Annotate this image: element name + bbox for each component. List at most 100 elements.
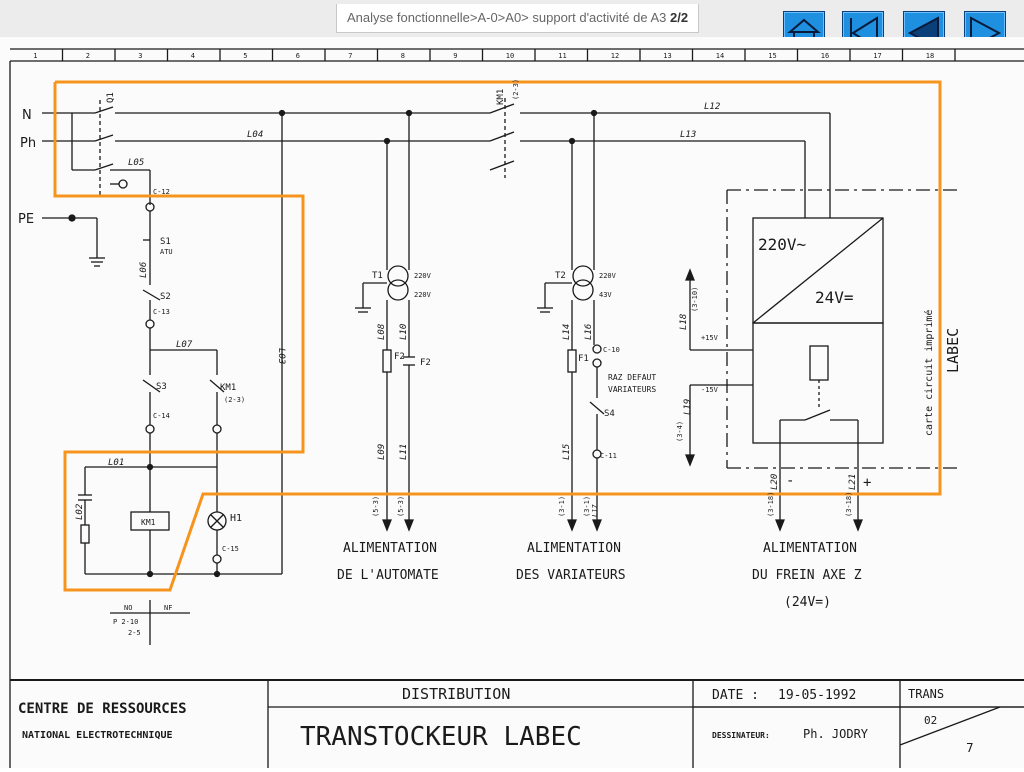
label-no: NO <box>124 604 132 612</box>
alim-frein-line3: (24V=) <box>784 595 831 610</box>
ruler-column-number: 14 <box>716 52 724 60</box>
drawer-label: DESSINATEUR: <box>712 731 770 740</box>
label-s3: S3 <box>156 382 167 392</box>
label-atu: ATU <box>160 248 173 256</box>
ruler-column-number: 4 <box>191 52 195 60</box>
label-l02: L02 <box>75 504 85 520</box>
label-l07: L07 <box>176 340 193 350</box>
label-c14: C-14 <box>153 412 170 420</box>
label-pe: PE <box>18 212 34 227</box>
ruler-column-number: 17 <box>873 52 881 60</box>
org-line1: CENTRE DE RESSOURCES <box>18 701 187 717</box>
label-c13: C-13 <box>153 308 170 316</box>
label-l11: L11 <box>399 444 409 460</box>
label-t2: T2 <box>555 271 566 281</box>
label-l01: L01 <box>108 458 124 468</box>
label-f2: F2 <box>394 352 405 362</box>
date-label: DATE : <box>712 688 759 703</box>
label-raz: RAZ DEFAUT <box>608 373 656 382</box>
ruler-column-number: 6 <box>296 52 300 60</box>
label-l04: L04 <box>247 130 263 140</box>
label-s1: S1 <box>160 237 171 247</box>
label-t2-secondary: 43V <box>599 291 612 299</box>
label-ref-3-4: (3-4) <box>676 421 684 442</box>
label-c11: C-11 <box>600 452 617 460</box>
ruler-column-number: 9 <box>453 52 457 60</box>
label-l18: L18 <box>679 314 689 330</box>
sheet-number: 02 <box>924 714 937 727</box>
label-f1: F1 <box>578 354 589 364</box>
label-n: N <box>22 108 32 123</box>
label-minus: - <box>786 473 794 489</box>
drawing-title: TRANSTOCKEUR LABEC <box>300 722 582 752</box>
label-km1-aux: KM1 <box>220 383 236 393</box>
label-t1-primary: 220V <box>414 272 432 280</box>
alim-variateurs-line1: ALIMENTATION <box>527 541 621 556</box>
label-p210: P 2-10 <box>113 618 138 626</box>
label-c12: C-12 <box>153 188 170 196</box>
label-ref-3-10: (3-10) <box>691 287 699 312</box>
label-ref-3-1a: (3-1) <box>558 496 566 517</box>
label-l13: L13 <box>680 130 696 140</box>
highlight-outline <box>53 80 942 592</box>
label-ref-5-3a: (5-3) <box>372 496 380 517</box>
breadcrumb: Analyse fonctionnelle>A-0>A0> support d'… <box>336 4 700 33</box>
drawing-subtitle: DISTRIBUTION <box>402 685 510 703</box>
page-indicator: 2/2 <box>670 10 689 25</box>
label-km1-top-ref: (2-3) <box>512 79 520 100</box>
ruler-column-number: 10 <box>506 52 514 60</box>
label-l16: L16 <box>584 324 594 340</box>
label-s2: S2 <box>160 292 171 302</box>
label-t1: T1 <box>372 271 383 281</box>
ruler-column-number: 5 <box>243 52 247 60</box>
ruler-column-number: 7 <box>348 52 352 60</box>
label-km1-top: KM1 <box>496 89 506 105</box>
label-l20: L20 <box>770 474 780 490</box>
label-c10: C-10 <box>603 346 620 354</box>
label-24v-dc: 24V= <box>815 288 854 307</box>
label-km1-coil: KM1 <box>141 518 156 527</box>
label-t1-secondary: 220V <box>414 291 432 299</box>
ruler-column-number: 8 <box>401 52 405 60</box>
trans-label: TRANS <box>908 687 944 701</box>
breadcrumb-text: Analyse fonctionnelle>A-0>A0> support d'… <box>347 10 667 25</box>
ruler-column-number: 3 <box>138 52 142 60</box>
ruler-column-number: 16 <box>821 52 829 60</box>
label-nf: NF <box>164 604 172 612</box>
label-h1: H1 <box>230 513 242 524</box>
drawer-value: Ph. JODRY <box>803 727 869 741</box>
label-ref-3-18b: (3-18) <box>845 492 853 517</box>
alim-variateurs-line2: DES VARIATEURS <box>516 568 626 583</box>
label-l19: L19 <box>683 399 693 415</box>
ruler-column-number: 13 <box>663 52 671 60</box>
label-f2b: F2 <box>420 358 431 368</box>
label-minus15: -15V <box>701 386 719 394</box>
alim-automate-line1: ALIMENTATION <box>343 541 437 556</box>
label-l12: L12 <box>704 102 720 112</box>
label-l21: L21 <box>848 474 858 490</box>
page-number: 7 <box>966 741 974 755</box>
ruler-column-number: 12 <box>611 52 619 60</box>
alim-automate-line2: DE L'AUTOMATE <box>337 568 439 583</box>
label-carte: carte circuit imprimé <box>923 310 935 436</box>
label-plus15: +15V <box>701 334 719 342</box>
label-s4: S4 <box>604 409 615 419</box>
label-ref-5-3b: (5-3) <box>397 496 405 517</box>
ruler-column-number: 18 <box>926 52 934 60</box>
ruler-column-number: 15 <box>768 52 776 60</box>
label-ref-3-18a: (3-18) <box>767 492 775 517</box>
label-km1-aux-ref: (2-3) <box>224 396 245 404</box>
alim-frein-line1: ALIMENTATION <box>763 541 857 556</box>
label-l17: L17 <box>591 504 599 517</box>
label-c15: C-15 <box>222 545 239 553</box>
label-l10: L10 <box>399 324 409 340</box>
label-p25: 2-5 <box>128 629 141 637</box>
label-variateurs: VARIATEURS <box>608 385 656 394</box>
label-plus: + <box>863 475 871 491</box>
label-l06: L06 <box>139 262 149 278</box>
label-t2-primary: 220V <box>599 272 617 280</box>
label-ref-3-1b: (3-1) <box>583 496 591 517</box>
label-q1: Q1 <box>106 92 116 103</box>
